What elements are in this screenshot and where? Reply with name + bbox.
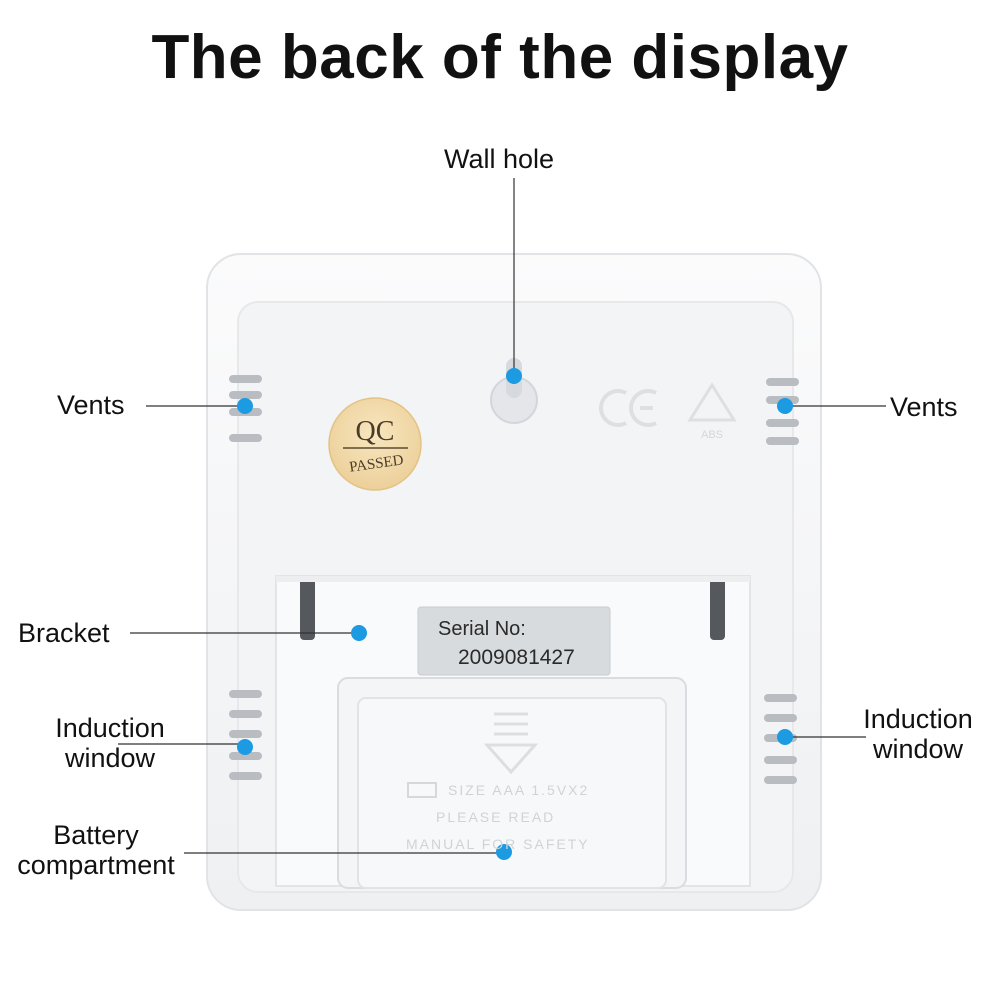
label-induction-right-line2: window — [872, 734, 964, 764]
label-bracket: Bracket — [18, 618, 110, 648]
qc-top-text: QC — [356, 416, 395, 447]
label-induction-left-line2: window — [64, 743, 156, 773]
marker-wall-hole — [506, 368, 522, 384]
battery-compartment — [337, 677, 687, 889]
label-induction-left: Induction window — [40, 713, 180, 773]
marker-induction-right — [777, 729, 793, 745]
battery-text-3: MANUAL FOR SAFETY — [406, 836, 590, 852]
vents-left — [229, 375, 262, 442]
serial-number: 2009081427 — [458, 646, 575, 669]
page-title: The back of the display — [151, 23, 849, 92]
marker-bracket — [351, 625, 367, 641]
qc-passed-sticker — [328, 397, 422, 491]
label-battery-line1: Battery — [53, 820, 139, 850]
label-induction-left-line1: Induction — [55, 713, 165, 743]
battery-text-1: SIZE AAA 1.5VX2 — [448, 782, 589, 798]
marker-battery — [496, 844, 512, 860]
recycle-label: ABS — [701, 429, 723, 441]
callout-lines — [118, 178, 886, 854]
wall-hole — [490, 358, 538, 424]
vents-right — [766, 378, 799, 445]
battery-text-2: PLEASE READ — [436, 809, 555, 825]
serial-label — [417, 606, 611, 676]
marker-vents-right — [777, 398, 793, 414]
label-wall-hole: Wall hole — [444, 144, 555, 174]
callout-markers — [237, 368, 793, 860]
label-induction-right-line1: Induction — [863, 704, 973, 734]
induction-window-left — [229, 690, 262, 780]
marker-induction-left — [237, 739, 253, 755]
recycle-icon — [687, 382, 737, 422]
ce-mark — [599, 389, 657, 427]
label-vents-right: Vents — [890, 392, 958, 422]
label-battery-line2: compartment — [17, 850, 175, 880]
label-vents-left: Vents — [57, 390, 125, 420]
label-induction-right: Induction window — [850, 704, 986, 764]
qc-bottom-text: PASSED — [348, 452, 404, 475]
serial-heading: Serial No: — [438, 618, 526, 640]
label-battery: Battery compartment — [4, 820, 188, 880]
marker-vents-left — [237, 398, 253, 414]
